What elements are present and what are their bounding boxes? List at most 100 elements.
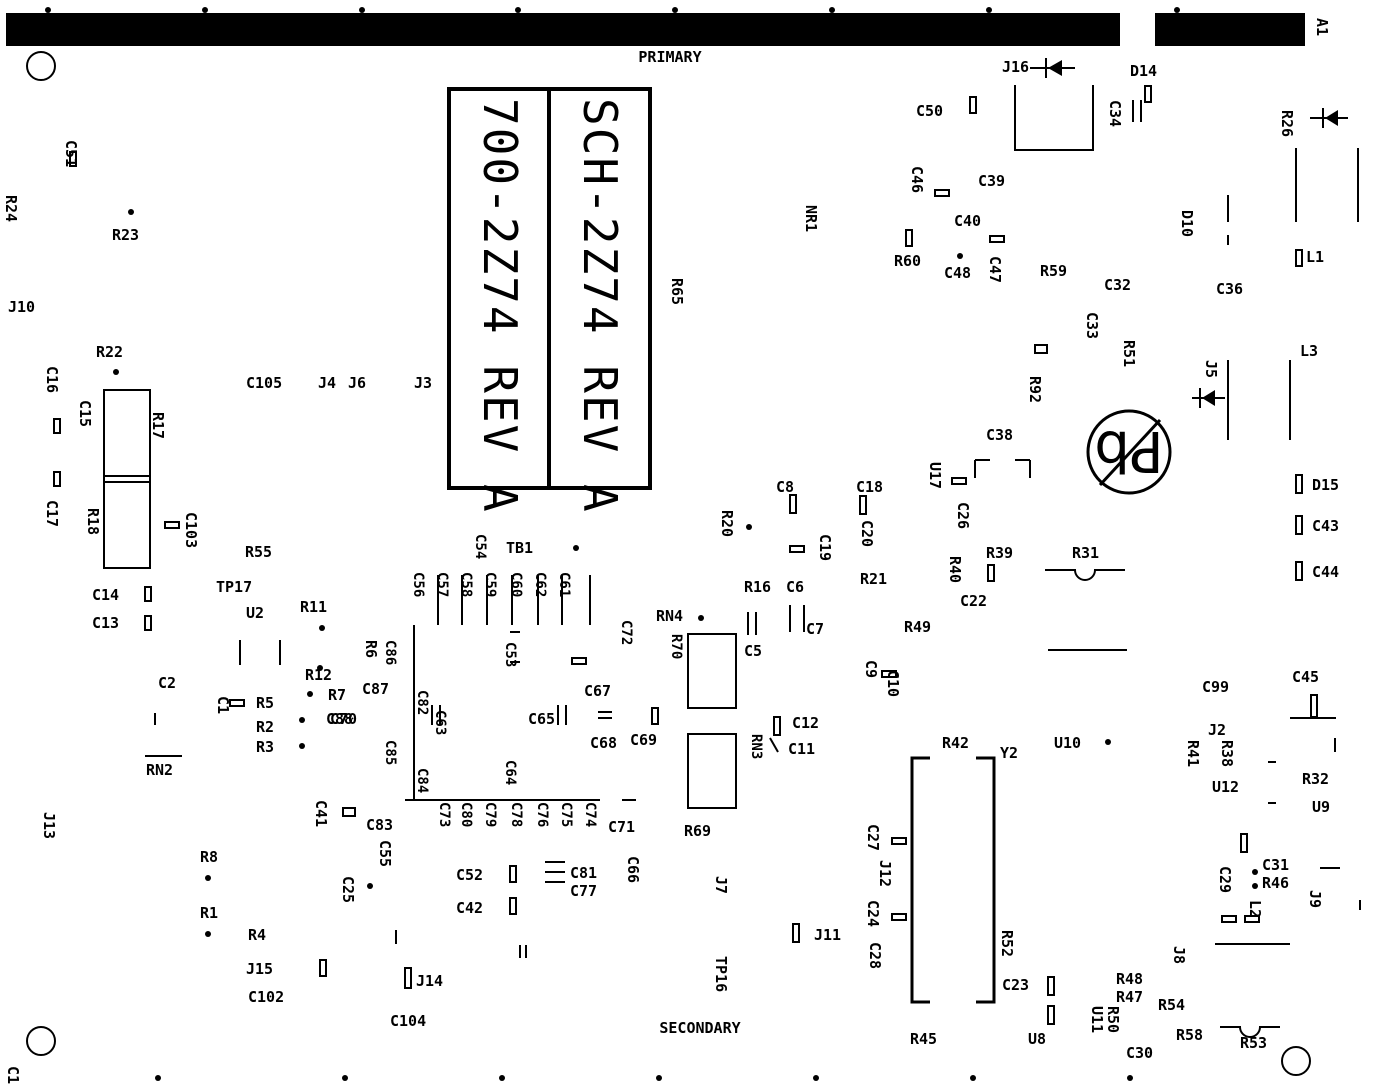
refdes: R53 <box>1240 1034 1267 1052</box>
refdes: C63 <box>432 710 448 735</box>
refdes: C32 <box>1104 276 1131 294</box>
refdes: C34 <box>1106 100 1124 127</box>
refdes: C18 <box>856 478 883 496</box>
refdes: R16 <box>744 578 771 596</box>
resistor-stack-r17-r18 <box>103 389 151 569</box>
refdes: C2 <box>158 674 176 692</box>
refdes: C84 <box>414 768 430 793</box>
pcb-rev-label: 700-2Z74 REV A <box>473 98 527 514</box>
refdes: R32 <box>1302 770 1329 788</box>
refdes: R18 <box>84 508 102 535</box>
diode-d14-icon <box>1030 58 1075 78</box>
refdes: C82 <box>414 690 430 715</box>
refdes: TP17 <box>216 578 252 596</box>
refdes: C14 <box>92 586 119 604</box>
refdes: C103 <box>182 512 200 548</box>
refdes: C59 <box>482 572 498 597</box>
mounting-hole-top-left <box>26 51 56 81</box>
refdes: C79 <box>482 802 498 827</box>
net-label-r65: R65 <box>668 278 686 305</box>
refdes: U12 <box>1212 778 1239 796</box>
refdes: U9 <box>1312 798 1330 816</box>
refdes: C64 <box>502 760 518 785</box>
schematic-rev-label: SCH-2Z74 REV A <box>573 98 627 514</box>
refdes: C50 <box>916 102 943 120</box>
refdes: R59 <box>1040 262 1067 280</box>
refdes: R52 <box>998 930 1016 957</box>
refdes: L2 <box>1246 900 1264 918</box>
refdes: R55 <box>245 543 272 561</box>
refdes: C11 <box>788 740 815 758</box>
refdes: C19 <box>816 534 834 561</box>
refdes: C102 <box>248 988 284 1006</box>
refdes: R17 <box>149 412 167 439</box>
mounting-hole-bottom-right <box>1281 1046 1311 1076</box>
refdes: J7 <box>712 876 730 894</box>
refdes: RN2 <box>146 761 173 779</box>
top-edge-connector-right <box>1155 13 1305 46</box>
refdes: U11 <box>1088 1006 1106 1033</box>
corner-label-a1: A1 <box>1313 18 1331 36</box>
refdes: U8 <box>1028 1030 1046 1048</box>
secondary-label: SECONDARY <box>659 1019 740 1037</box>
refdes: R24 <box>2 195 20 222</box>
refdes: C26 <box>954 502 972 529</box>
refdes: C60 <box>508 572 524 597</box>
refdes: C43 <box>1312 517 1339 535</box>
refdes: R47 <box>1116 988 1143 1006</box>
refdes: J5 <box>1202 360 1220 378</box>
refdes: R92 <box>1026 376 1044 403</box>
refdes: R45 <box>910 1030 937 1048</box>
refdes: C83 <box>366 816 393 834</box>
refdes: R69 <box>684 822 711 840</box>
lead-free-mark: Pb <box>1086 409 1172 495</box>
refdes: C13 <box>92 614 119 632</box>
refdes: R1 <box>200 904 218 922</box>
refdes-layer: C51 R24 R23 J10 R22 C16 C15 R17 C17 R18 … <box>2 58 1339 1062</box>
refdes: R8 <box>200 848 218 866</box>
refdes: C54 <box>472 534 488 559</box>
refdes: J6 <box>348 374 366 392</box>
refdes: C27 <box>864 824 882 851</box>
refdes: C46 <box>908 166 926 193</box>
refdes: J11 <box>814 926 841 944</box>
refdes: RN3 <box>748 734 764 759</box>
refdes: C36 <box>1216 280 1243 298</box>
refdes: J10 <box>8 298 35 316</box>
refdes: J15 <box>246 960 273 978</box>
refdes: C29 <box>1216 866 1234 893</box>
refdes: J8 <box>1170 946 1188 964</box>
refdes: C45 <box>1292 668 1319 686</box>
refdes: R40 <box>946 556 964 583</box>
refdes: U17 <box>926 462 944 489</box>
refdes: L3 <box>1300 342 1318 360</box>
refdes: C31 <box>1262 856 1289 874</box>
refdes: R11 <box>300 598 327 616</box>
diode-d10-body <box>1295 148 1359 222</box>
resistor-network-rn3 <box>687 633 737 709</box>
refdes: R46 <box>1262 874 1289 892</box>
corner-label-c1: C1 <box>4 1066 22 1084</box>
refdes: C80 <box>458 802 474 827</box>
refdes: C61 <box>556 572 572 597</box>
ic-u17-outline <box>974 459 1031 478</box>
refdes: J9 <box>1306 890 1324 908</box>
capacitor-footprints <box>53 85 1318 1025</box>
refdes: J12 <box>876 860 894 887</box>
refdes: C8 <box>776 478 794 496</box>
refdes: C25 <box>339 876 357 903</box>
refdes: R20 <box>718 510 736 537</box>
refdes: C68 <box>590 734 617 752</box>
refdes: R4 <box>248 926 266 944</box>
refdes: C56 <box>410 572 426 597</box>
refdes: C47 <box>986 256 1004 283</box>
refdes: R58 <box>1176 1026 1203 1044</box>
refdes: C78 <box>508 802 524 827</box>
top-edge-connector <box>6 13 1120 46</box>
refdes: C99 <box>1202 678 1229 696</box>
refdes: R21 <box>860 570 887 588</box>
refdes: R49 <box>904 618 931 636</box>
refdes: C7 <box>806 620 824 638</box>
refdes: C42 <box>456 899 483 917</box>
refdes: C44 <box>1312 563 1339 581</box>
